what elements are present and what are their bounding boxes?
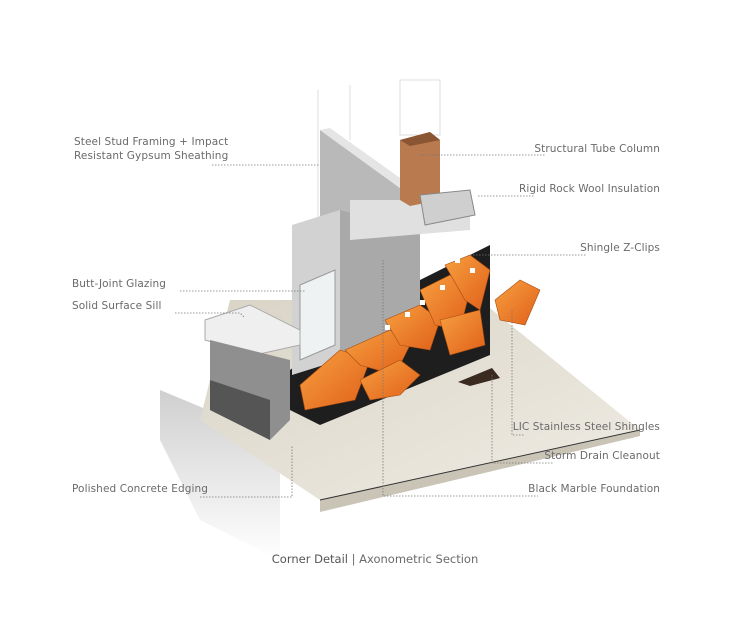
structural-tube-column [400, 132, 440, 206]
storm-drain-cleanout [458, 368, 500, 386]
label-stainless-steel-shingles: LIC Stainless Steel Shingles [512, 421, 660, 433]
caption: Corner Detail | Axonometric Section [0, 552, 750, 566]
label-solid-surface-sill: Solid Surface Sill [72, 300, 162, 312]
label-rigid-rock-wool: Rigid Rock Wool Insulation [518, 183, 660, 195]
leader-lines [175, 154, 586, 498]
label-line: Resistant Gypsum Sheathing [74, 150, 229, 162]
label-butt-joint-glazing: Butt-Joint Glazing [72, 278, 167, 290]
label-steel-stud-framing: Steel Stud Framing + Impact Resistant Gy… [74, 135, 228, 163]
label-storm-drain-cleanout: Storm Drain Cleanout [544, 450, 660, 462]
butt-joint-glazing [299, 269, 336, 361]
stainless-steel-shingles [299, 254, 541, 411]
caption-separator: | [351, 552, 356, 566]
rigid-rock-wool [419, 189, 476, 226]
label-polished-concrete-edging: Polished Concrete Edging [72, 483, 209, 495]
shingle-z-clips [385, 258, 475, 330]
label-structural-tube-column: Structural Tube Column [534, 143, 660, 155]
caption-title: Corner Detail [271, 552, 348, 566]
label-shingle-z-clips: Shingle Z-Clips [580, 242, 660, 254]
label-line: Steel Stud Framing + Impact [74, 136, 229, 148]
solid-surface-sill [204, 304, 301, 356]
label-black-marble-foundation: Black Marble Foundation [528, 483, 660, 495]
caption-subtitle: Axonometric Section [359, 552, 479, 566]
